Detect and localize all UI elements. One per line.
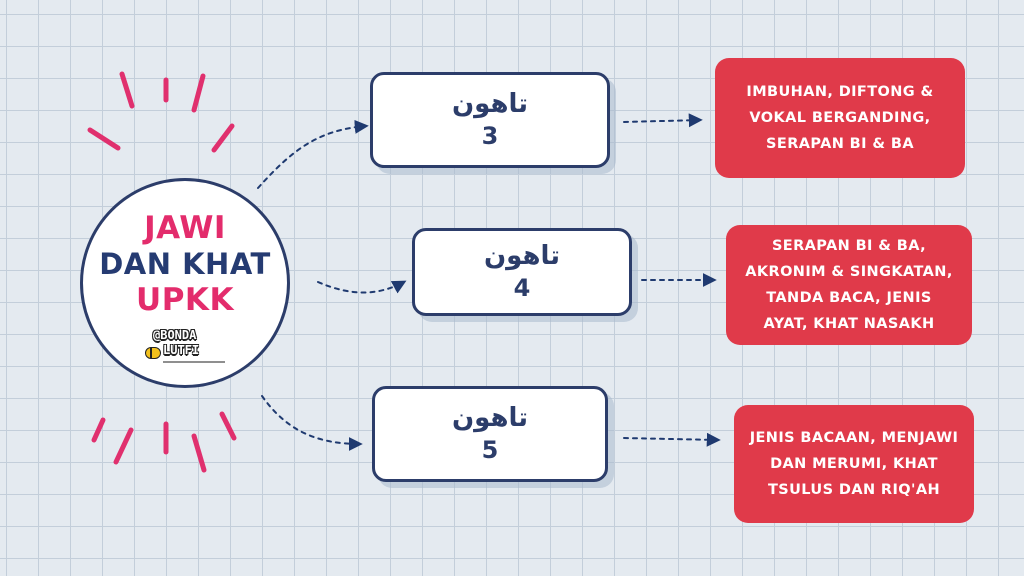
topic-text: JENIS BACAAN, MENJAWI DAN MERUMI, KHAT T… — [749, 430, 959, 498]
burst-line — [87, 127, 121, 151]
burst-lines-top — [87, 71, 235, 153]
burst-line — [191, 73, 206, 113]
logo-text-bonda: @BONDA — [153, 328, 197, 342]
burst-line — [219, 411, 237, 441]
topic-text: IMBUHAN, DIFTONG & VOKAL BERGANDING, SER… — [746, 84, 934, 152]
burst-line — [211, 123, 235, 153]
burst-line — [113, 427, 134, 465]
burst-line — [91, 417, 106, 443]
burst-line — [119, 71, 135, 109]
burst-line — [191, 433, 207, 473]
topic-text: SERAPAN BI & BA, AKRONIM & SINGKATAN, TA… — [745, 238, 953, 332]
title-line-dan-khat: DAN KHAT — [99, 247, 271, 281]
topic-box-year-4: SERAPAN BI & BA, AKRONIM & SINGKATAN, TA… — [726, 225, 972, 345]
central-topic-circle: JAWI DAN KHAT UPKK @BONDA LUTFI — [80, 178, 290, 388]
bonda-lutfi-logo: @BONDA LUTFI — [145, 327, 229, 371]
stage-box-year-5: تاهون 5 — [372, 386, 608, 482]
title-line-jawi: JAWI — [144, 210, 226, 246]
stage-word: تاهون — [451, 89, 529, 119]
arrow-hub-to-stage-5 — [261, 395, 363, 451]
logo-text-lutfi: LUTFI — [163, 343, 200, 357]
bee-icon — [145, 347, 161, 359]
stage-word: تاهون — [451, 403, 529, 433]
stage-box-year-4: تاهون 4 — [412, 228, 632, 316]
stage-box-year-3: تاهون 3 — [370, 72, 610, 168]
logo-underline — [163, 361, 225, 363]
arrow-stage-3-to-topic — [623, 113, 703, 128]
arrow-hub-to-stage-3 — [257, 119, 369, 189]
stage-number: 3 — [481, 122, 499, 150]
topic-box-year-5: JENIS BACAAN, MENJAWI DAN MERUMI, KHAT T… — [734, 405, 974, 523]
burst-lines-bottom — [91, 411, 237, 473]
stage-number: 4 — [513, 274, 531, 302]
stage-number: 5 — [481, 436, 499, 464]
stage-word: تاهون — [483, 241, 561, 271]
arrow-hub-to-stage-4 — [317, 280, 407, 294]
arrow-stage-5-to-topic — [623, 432, 721, 447]
title-line-upkk: UPKK — [136, 282, 234, 318]
topic-box-year-3: IMBUHAN, DIFTONG & VOKAL BERGANDING, SER… — [715, 58, 965, 178]
